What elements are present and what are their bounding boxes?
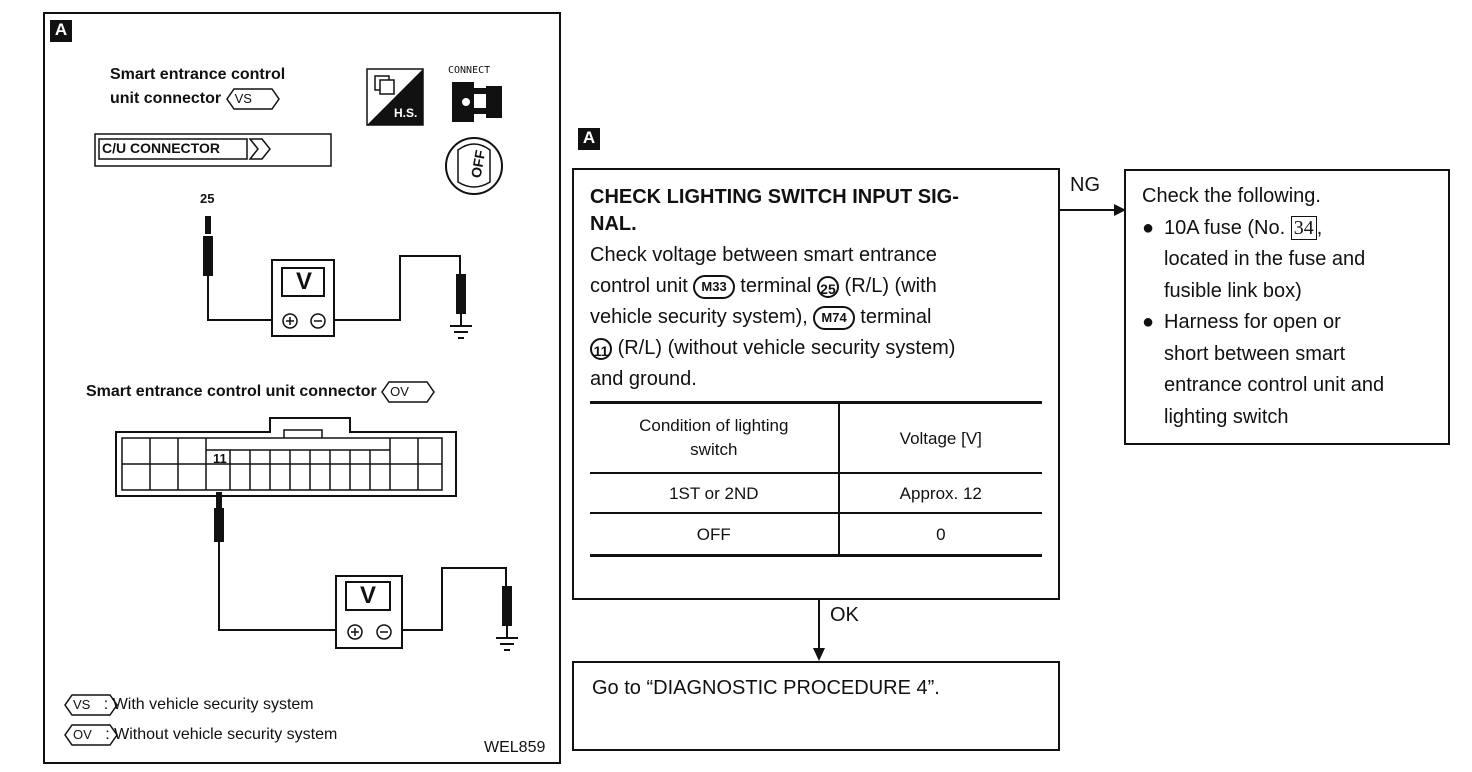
connector-m74-badge: M74 (813, 305, 855, 330)
hs-label: H.S. (394, 106, 418, 120)
ok-arrow (813, 600, 825, 661)
check-title-line1: CHECK LIGHTING SWITCH INPUT SIG- (590, 186, 959, 208)
row2-condition: OFF (590, 513, 840, 556)
row2-voltage: 0 (936, 524, 946, 544)
terminal-25-badge: 25 (816, 275, 839, 298)
bullet-icon: ● (1142, 311, 1155, 333)
check-lighting-switch-box: CHECK LIGHTING SWITCH INPUT SIG- NAL. Ch… (572, 168, 1060, 600)
ov-code-badge: OV (381, 381, 436, 403)
harness-side-icon-graphic (366, 68, 424, 126)
condition-table: Condition of lighting switch Voltage [V]… (590, 401, 1042, 557)
check-line4: 11 (R/L) (without vehicle security syste… (590, 333, 1042, 364)
ignition-off-icon: OFF (444, 136, 506, 196)
ng-result-box: Check the following. ● 10A fuse (No. 34,… (1124, 169, 1450, 445)
check-title-line2: NAL. (590, 213, 637, 235)
vs-connector-title: Smart entrance control unit connector VS (110, 63, 285, 111)
table-row: OFF 0 (590, 513, 1042, 556)
check-line3: vehicle security system), M74 terminal (590, 305, 932, 330)
ng-bullet-harness: ● Harness for open or short between smar… (1142, 307, 1448, 433)
cu-connector-strip: C/U CONNECTOR (94, 130, 332, 168)
table-header-row: Condition of lighting switch Voltage [V] (590, 402, 1042, 473)
check-line1: Check voltage between smart entrance (590, 244, 937, 266)
harness-side-icon: H.S. (366, 68, 424, 126)
cu-connector-label: C/U CONNECTOR (102, 140, 220, 156)
ok-instruction: Go to “DIAGNOSTIC PROCEDURE 4”. (592, 677, 940, 699)
table-row: 1ST or 2ND Approx. 12 (590, 473, 1042, 513)
ok-label: OK (830, 604, 859, 626)
header-condition: Condition of lighting switch (590, 402, 840, 473)
legend-vs: VS : With vehicle security system (64, 694, 314, 716)
legend-ov-badge: OV (64, 724, 118, 746)
ov-terminal-number: 11 (213, 451, 227, 466)
terminal-11-badge: 11 (590, 337, 612, 360)
vs-code-badge: VS (225, 88, 280, 110)
check-line5: and ground. (590, 368, 697, 390)
bullet-icon: ● (1142, 216, 1155, 239)
connect-label: CONNECT (448, 65, 491, 76)
vs-meter-label: V (296, 268, 313, 295)
ng-intro: Check the following. (1142, 185, 1321, 207)
check-tag: A (578, 128, 600, 150)
fuse-number-badge: 34 (1290, 215, 1317, 240)
ok-result-box: Go to “DIAGNOSTIC PROCEDURE 4”. (572, 661, 1060, 751)
row1-voltage: Approx. 12 (899, 483, 982, 503)
ng-bullet-fuse: ● 10A fuse (No. 34, located in the fuse … (1142, 213, 1448, 308)
figure-id: WEL859 (484, 739, 546, 756)
legend-vs-badge: VS (64, 694, 118, 716)
header-voltage: Voltage [V] (899, 428, 982, 448)
vs-terminal-number: 25 (200, 191, 215, 206)
vs-voltmeter-circuit (203, 216, 472, 339)
connector-disconnected-icon (452, 82, 502, 122)
ov-connector-title: Smart entrance control unit connector OV (86, 381, 436, 403)
check-line2: control unit M33 terminal 25 (R/L) (with (590, 274, 937, 299)
connector-m33-badge: M33 (693, 274, 735, 299)
ov-connector-face (115, 417, 457, 497)
figure-tag: A (50, 20, 72, 42)
legend-ov: OV : Without vehicle security system (64, 724, 337, 746)
row1-condition: 1ST or 2ND (590, 473, 840, 513)
ov-meter-label: V (360, 582, 377, 609)
ng-label: NG (1070, 174, 1100, 196)
ov-voltmeter-circuit (214, 492, 518, 651)
ng-arrow (1060, 204, 1126, 216)
